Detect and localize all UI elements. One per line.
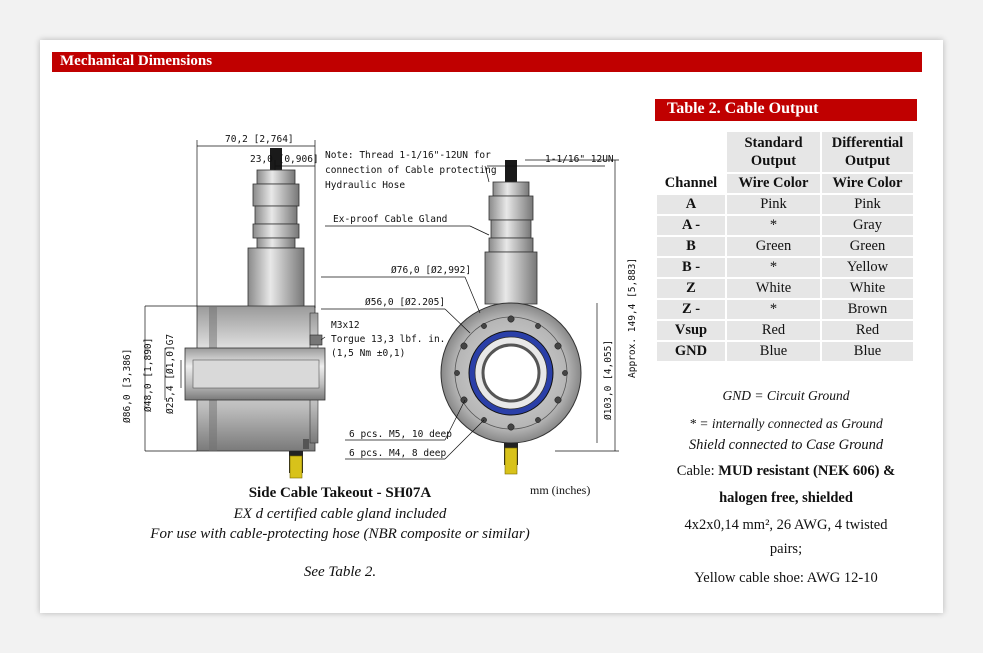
- standard-color-cell: Pink: [727, 195, 820, 214]
- dim-height: Approx. 149,4 [5,883]: [627, 258, 638, 378]
- cable-bold-line2: halogen free, shielded: [719, 490, 853, 506]
- section-header: Mechanical Dimensions: [52, 52, 922, 72]
- table-row: Z - * Brown: [657, 300, 913, 319]
- standard-color-cell: Red: [727, 321, 820, 340]
- dim-diameter-48: Ø48,0 [1,890]: [143, 338, 154, 412]
- dim-offset: 23,0 [0,906]: [250, 154, 319, 165]
- note-gnd: GND = Circuit Ground: [722, 388, 850, 403]
- front-view: [440, 160, 582, 475]
- screw-spec-line3: (1,5 Nm ±0,1): [331, 348, 405, 359]
- header-blank: [657, 132, 725, 172]
- differential-color-cell: Gray: [822, 216, 913, 235]
- table-row: A Pink Pink: [657, 195, 913, 214]
- caption-line2: For use with cable-protecting hose (NBR …: [150, 526, 530, 542]
- dimension-lines: [144, 140, 619, 460]
- dim-diameter-86: Ø86,0 [3,386]: [122, 349, 133, 423]
- table-row: Vsup Red Red: [657, 321, 913, 340]
- cable-prefix: Cable:: [676, 463, 715, 479]
- table-subheader-row: Channel Wire Color Wire Color: [657, 174, 913, 193]
- screw-spec-line1: M3x12: [331, 320, 360, 331]
- dim-top-width: 70,2 [2,764]: [225, 134, 294, 145]
- dim-diameter-56: Ø56,0 [Ø2.205]: [365, 297, 445, 308]
- table-row: Z White White: [657, 279, 913, 298]
- channel-cell: Z -: [657, 300, 725, 319]
- differential-color-cell: Blue: [822, 342, 913, 361]
- cable-bold-line1: MUD resistant (NEK 606) &: [718, 463, 896, 479]
- table-header-row: Standard Output Differential Output: [657, 132, 913, 172]
- cable-spec-line2: pairs;: [769, 541, 803, 557]
- differential-color-cell: Brown: [822, 300, 913, 319]
- table-row: B - * Yellow: [657, 258, 913, 277]
- differential-color-cell: White: [822, 279, 913, 298]
- caption-line1: EX d certified cable gland included: [233, 506, 447, 522]
- cable-shoe-note: Yellow cable shoe: AWG 12-10: [694, 570, 878, 586]
- dim-thread: 1-1/16" 12UN: [545, 154, 614, 165]
- datasheet-page: Mechanical Dimensions: [40, 40, 943, 613]
- table2-header: Table 2. Cable Output: [655, 99, 917, 121]
- channel-cell: B: [657, 237, 725, 256]
- standard-color-cell: White: [727, 279, 820, 298]
- table2-title: Table 2. Cable Output: [667, 100, 819, 117]
- channel-cell: Vsup: [657, 321, 725, 340]
- dim-diameter-103: Ø103,0 [4,055]: [603, 340, 614, 420]
- note-cable: Cable: MUD resistant (NEK 606) &: [655, 463, 917, 480]
- differential-color-cell: Pink: [822, 195, 913, 214]
- channel-cell: Z: [657, 279, 725, 298]
- screw-spec-line2: Torgue 13,3 lbf. in.: [331, 334, 445, 345]
- cable-output-table: Standard Output Differential Output Chan…: [655, 130, 915, 363]
- note-thread-line3: Hydraulic Hose: [325, 180, 405, 191]
- dim-diameter-25: Ø25,4 [Ø1,0]G7: [165, 334, 176, 414]
- standard-color-cell: *: [727, 216, 820, 235]
- dim-diameter-76: Ø76,0 [Ø2,992]: [391, 265, 471, 276]
- holes-m4: 6 pcs. M4, 8 deep: [349, 448, 447, 459]
- header-standard-output: Standard Output: [727, 132, 820, 172]
- table-row: A - * Gray: [657, 216, 913, 235]
- subheader-wire-color-diff: Wire Color: [822, 174, 913, 193]
- note-star: * = internally connected as Ground: [689, 416, 883, 431]
- caption-see-table: See Table 2.: [303, 564, 377, 580]
- subheader-channel: Channel: [657, 174, 725, 193]
- subheader-wire-color-std: Wire Color: [727, 174, 820, 193]
- note-shield: Shield connected to Case Ground: [688, 437, 884, 453]
- table-row: GND Blue Blue: [657, 342, 913, 361]
- mechanical-drawing: 70,2 [2,764] 23,0 [0,906] Note: Thread 1…: [122, 134, 638, 479]
- note-thread-line2: connection of Cable protecting: [325, 165, 497, 176]
- cable-spec-line1: 4x2x0,14 mm², 26 AWG, 4 twisted: [684, 517, 888, 533]
- channel-cell: A: [657, 195, 725, 214]
- side-view: [184, 148, 326, 479]
- differential-color-cell: Yellow: [822, 258, 913, 277]
- units-label: mm (inches): [530, 483, 591, 497]
- header-differential-output: Differential Output: [822, 132, 913, 172]
- caption-title: Side Cable Takeout - SH07A: [248, 485, 432, 501]
- channel-cell: B -: [657, 258, 725, 277]
- standard-color-cell: Green: [727, 237, 820, 256]
- channel-cell: A -: [657, 216, 725, 235]
- label-cable-gland: Ex-proof Cable Gland: [333, 214, 447, 225]
- note-thread-line1: Note: Thread 1-1/16"-12UN for: [325, 150, 491, 161]
- standard-color-cell: *: [727, 258, 820, 277]
- differential-color-cell: Red: [822, 321, 913, 340]
- holes-m5: 6 pcs. M5, 10 deep: [349, 429, 452, 440]
- section-title: Mechanical Dimensions: [60, 53, 213, 69]
- differential-color-cell: Green: [822, 237, 913, 256]
- standard-color-cell: Blue: [727, 342, 820, 361]
- channel-cell: GND: [657, 342, 725, 361]
- table-row: B Green Green: [657, 237, 913, 256]
- standard-color-cell: *: [727, 300, 820, 319]
